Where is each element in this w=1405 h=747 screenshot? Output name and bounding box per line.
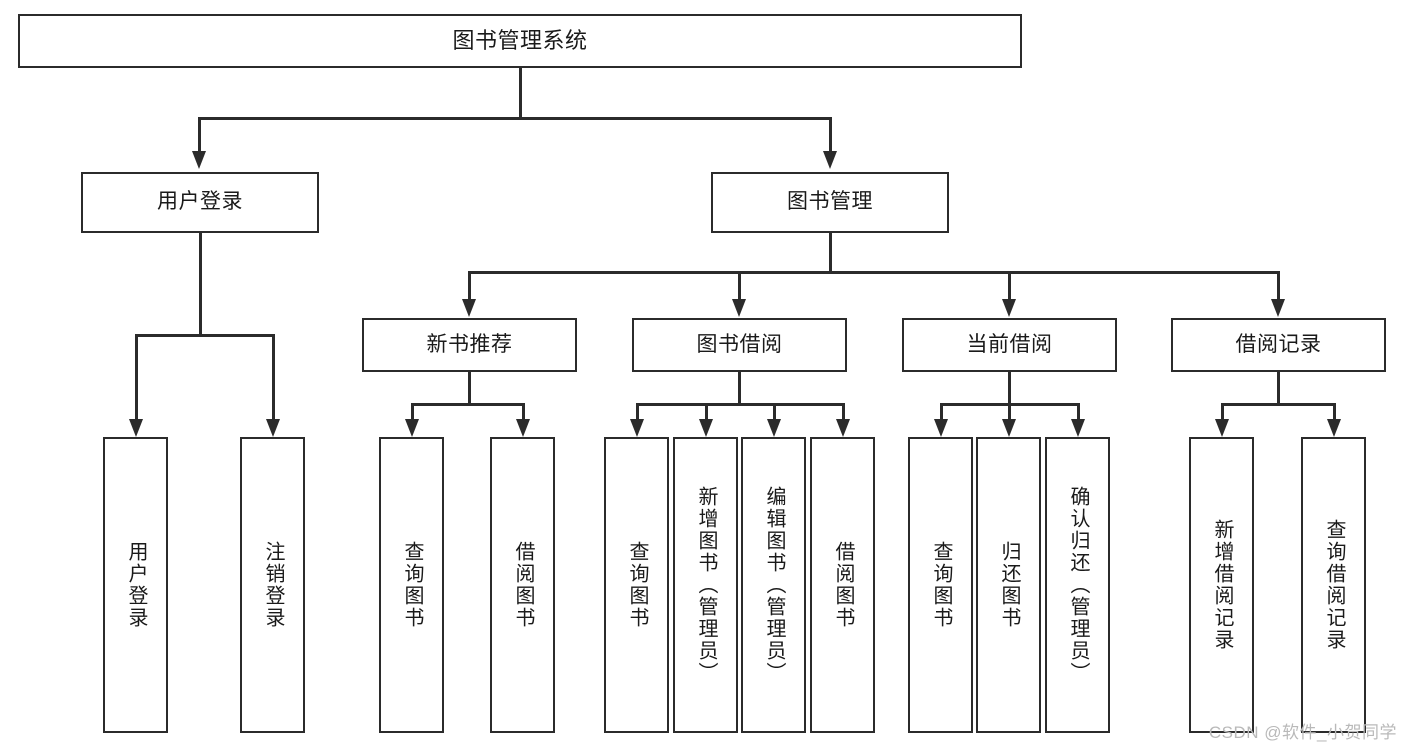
connector-br-to-leaf-1	[1221, 403, 1224, 419]
arrowhead-current-borrow	[1002, 299, 1016, 317]
connector-user-login-to-leaf-2	[272, 334, 275, 419]
arrowhead-bb-leaf-4	[836, 419, 850, 437]
connector-book-management-stem	[829, 233, 832, 273]
connector-new-book-bus	[411, 403, 525, 406]
arrowhead-cb-leaf-3	[1071, 419, 1085, 437]
connector-bm-to-current-borrow	[1008, 271, 1011, 301]
connector-book-management-bus	[468, 271, 1278, 274]
leaf-label: 借阅图书	[832, 541, 854, 629]
connector-book-borrow-stem	[738, 372, 741, 405]
connector-root-to-book-management	[829, 117, 832, 151]
arrowhead-new-book-leaf-2	[516, 419, 530, 437]
leaf-user-login-logout[interactable]: 注销登录	[240, 437, 305, 733]
connector-book-borrow-bus	[636, 403, 844, 406]
leaf-borrow-record-query-record[interactable]: 查询借阅记录	[1301, 437, 1366, 733]
arrowhead-new-book	[462, 299, 476, 317]
arrowhead-user-login-leaf-1	[129, 419, 143, 437]
connector-bm-to-new-book	[468, 271, 471, 301]
leaf-current-borrow-confirm-return-admin[interactable]: 确认归还（管理员）	[1045, 437, 1110, 733]
connector-br-to-leaf-2	[1333, 403, 1336, 419]
node-label: 新书推荐	[426, 332, 513, 356]
arrowhead-book-borrow	[732, 299, 746, 317]
node-label: 用户登录	[157, 190, 243, 214]
node-root-book-management-system[interactable]: 图书管理系统	[18, 14, 1022, 68]
node-label: 图书借阅	[696, 332, 783, 356]
leaf-label: 查询图书	[401, 541, 423, 629]
leaf-book-borrow-add-book-admin[interactable]: 新增图书（管理员）	[673, 437, 738, 733]
node-label: 当前借阅	[966, 332, 1053, 356]
connector-root-to-user-login	[198, 117, 201, 151]
connector-bb-to-leaf-2	[705, 403, 708, 419]
arrowhead-book-management	[823, 151, 837, 169]
leaf-current-borrow-return-book[interactable]: 归还图书	[976, 437, 1041, 733]
leaf-user-login-login[interactable]: 用户登录	[103, 437, 168, 733]
arrowhead-new-book-leaf-1	[405, 419, 419, 437]
arrowhead-user-login-leaf-2	[266, 419, 280, 437]
leaf-label: 借阅图书	[512, 541, 534, 629]
connector-current-borrow-stem	[1008, 372, 1011, 405]
arrowhead-borrow-record	[1271, 299, 1285, 317]
leaf-label: 注销登录	[262, 541, 284, 629]
node-book-management[interactable]: 图书管理	[711, 172, 949, 233]
arrowhead-bb-leaf-1	[630, 419, 644, 437]
leaf-label: 查询图书	[626, 541, 648, 629]
leaf-label: 用户登录	[125, 541, 147, 629]
leaf-borrow-record-add-record[interactable]: 新增借阅记录	[1189, 437, 1254, 733]
connector-bb-to-leaf-3	[773, 403, 776, 419]
connector-user-login-to-leaf-1	[135, 334, 138, 419]
leaf-current-borrow-query-book[interactable]: 查询图书	[908, 437, 973, 733]
connector-borrow-record-stem	[1277, 372, 1280, 405]
leaf-new-book-borrow-book[interactable]: 借阅图书	[490, 437, 555, 733]
connector-new-book-stem	[468, 372, 471, 405]
leaf-label: 查询借阅记录	[1323, 519, 1345, 651]
node-label: 图书管理	[787, 190, 873, 214]
leaf-label: 编辑图书（管理员）	[763, 486, 785, 684]
node-current-borrow[interactable]: 当前借阅	[902, 318, 1117, 372]
arrowhead-bb-leaf-2	[699, 419, 713, 437]
connector-cb-to-leaf-2	[1008, 403, 1011, 419]
node-label: 借阅记录	[1235, 332, 1322, 356]
connector-new-book-to-leaf-1	[411, 403, 414, 419]
connector-user-login-stem	[199, 233, 202, 336]
connector-root-stem	[519, 68, 522, 119]
connector-borrow-record-bus	[1221, 403, 1336, 406]
node-label: 图书管理系统	[452, 28, 588, 54]
connector-root-bus	[198, 117, 831, 120]
node-book-borrow[interactable]: 图书借阅	[632, 318, 847, 372]
arrowhead-cb-leaf-2	[1002, 419, 1016, 437]
leaf-book-borrow-edit-book-admin[interactable]: 编辑图书（管理员）	[741, 437, 806, 733]
connector-bb-to-leaf-1	[636, 403, 639, 419]
leaf-book-borrow-query-book[interactable]: 查询图书	[604, 437, 669, 733]
leaf-new-book-query-book[interactable]: 查询图书	[379, 437, 444, 733]
connector-cb-to-leaf-3	[1077, 403, 1080, 419]
arrowhead-user-login	[192, 151, 206, 169]
leaf-label: 新增借阅记录	[1211, 519, 1233, 651]
connector-bb-to-leaf-4	[842, 403, 845, 419]
node-user-login[interactable]: 用户登录	[81, 172, 319, 233]
leaf-book-borrow-borrow-book[interactable]: 借阅图书	[810, 437, 875, 733]
node-borrow-record[interactable]: 借阅记录	[1171, 318, 1386, 372]
connector-user-login-bus	[135, 334, 275, 337]
leaf-label: 归还图书	[998, 541, 1020, 629]
arrowhead-bb-leaf-3	[767, 419, 781, 437]
connector-bm-to-book-borrow	[738, 271, 741, 301]
leaf-label: 查询图书	[930, 541, 952, 629]
connector-bm-to-borrow-record	[1277, 271, 1280, 301]
arrowhead-cb-leaf-1	[934, 419, 948, 437]
arrowhead-br-leaf-1	[1215, 419, 1229, 437]
leaf-label: 新增图书（管理员）	[695, 486, 717, 684]
leaf-label: 确认归还（管理员）	[1067, 486, 1089, 684]
arrowhead-br-leaf-2	[1327, 419, 1341, 437]
node-new-book-recommendation[interactable]: 新书推荐	[362, 318, 577, 372]
connector-cb-to-leaf-1	[940, 403, 943, 419]
connector-new-book-to-leaf-2	[522, 403, 525, 419]
